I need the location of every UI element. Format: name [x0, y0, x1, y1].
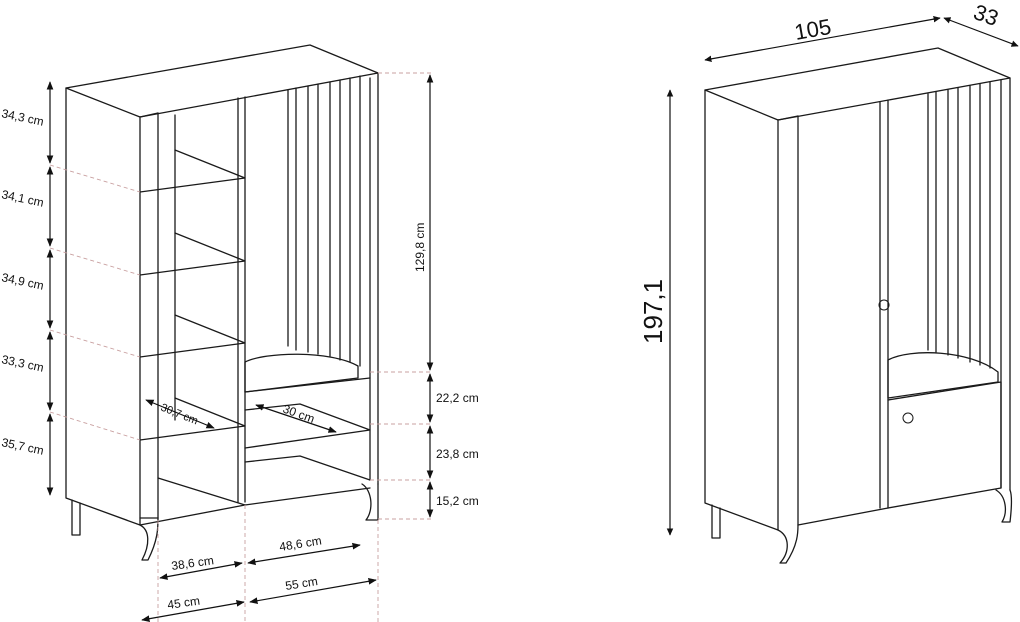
overall-dimensions — [666, 15, 1019, 536]
depth-dimensions — [145, 399, 337, 433]
middle-compartment-height-label: 23,8 cm — [436, 447, 479, 461]
bench-height-label: 22,2 cm — [436, 391, 479, 405]
open-cabinet-drawing — [65, 44, 379, 561]
width-dimensions — [141, 542, 377, 622]
left-inner-width-label: 38,6 cm — [170, 553, 214, 573]
overall-height-label: 197,1 — [638, 279, 668, 344]
left-extension-lines — [49, 72, 432, 622]
shelf-height-label-4: 33,3 cm — [0, 352, 45, 375]
tall-compartment-height-label: 129,8 cm — [413, 223, 427, 272]
closed-wardrobe-drawing — [704, 47, 1013, 564]
door-knob-icon — [878, 299, 890, 311]
left-height-labels: 34,3 cm 34,1 cm 34,9 cm 33,3 cm 35,7 cm — [0, 106, 45, 458]
bottom-compartment-height-label: 15,2 cm — [436, 494, 479, 508]
right-outer-width-label: 55 cm — [284, 574, 318, 593]
shelf-height-label-5: 35,7 cm — [0, 435, 45, 458]
shelf-height-label-3: 34,9 cm — [0, 270, 45, 293]
overall-depth-label: 33 — [970, 0, 1002, 31]
right-inner-width-label: 48,6 cm — [278, 533, 322, 554]
shelf-height-label-1: 34,3 cm — [0, 106, 45, 129]
shelf-height-label-2: 34,1 cm — [0, 187, 45, 210]
left-outer-width-label: 45 cm — [166, 594, 200, 612]
right-depth-label: 30 cm — [281, 402, 317, 426]
drawer-knob-icon — [902, 412, 914, 424]
overall-width-label: 105 — [793, 14, 834, 45]
